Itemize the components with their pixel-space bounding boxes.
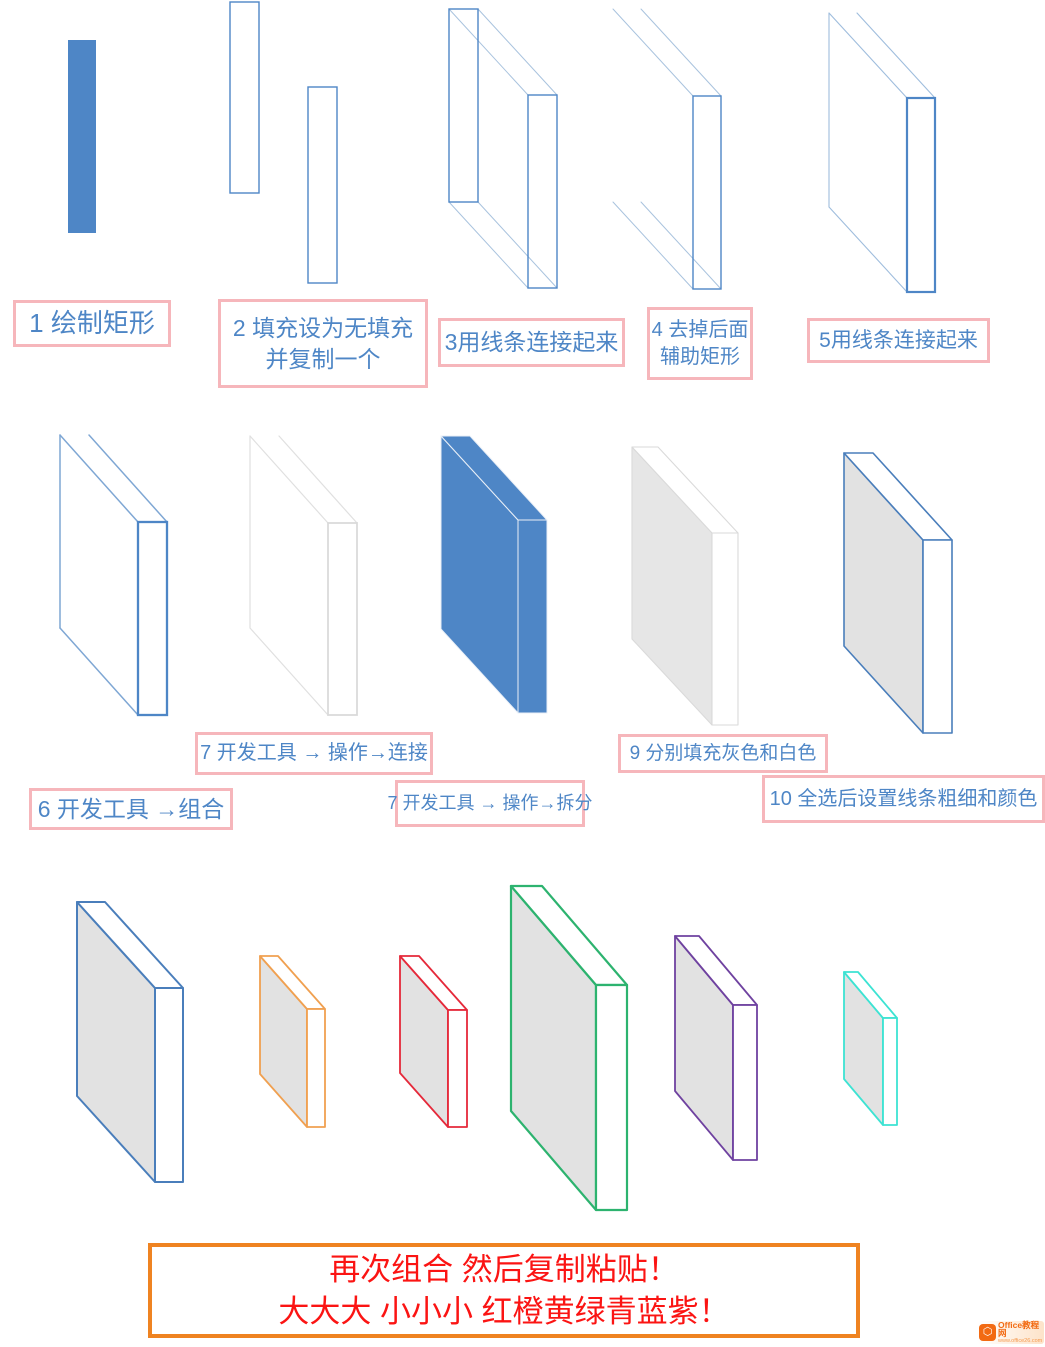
final-instruction-line2: 大大大 小小小 红橙黄绿青蓝紫！ — [278, 1293, 730, 1329]
final-instruction-line1: 再次组合 然后复制粘贴！ — [329, 1251, 679, 1287]
watermark-logo-icon: ⬡ — [979, 1324, 996, 1341]
step2-empty-rectangle-right — [307, 86, 338, 284]
step2-label-line2: 并复制一个 — [265, 345, 381, 372]
watermark-text: Office教程网 www.office26.com — [998, 1321, 1042, 1345]
step1-solid-rectangle — [68, 40, 96, 233]
step9-label: 9 分别填充灰色和白色 — [618, 734, 828, 773]
step6-label: 6 开发工具 →组合 — [29, 788, 233, 830]
step7-join-label-text: 7 开发工具 → 操作→连接 — [200, 742, 428, 765]
final-cyan-panel — [843, 971, 898, 1126]
final-purple-panel — [674, 935, 758, 1161]
step2-label: 2 填充设为无填充 并复制一个 — [218, 299, 428, 388]
step7-split-label-text: 7 开发工具 → 操作→拆分 — [387, 792, 593, 813]
step4-label: 4 去掉后面 辅助矩形 — [647, 307, 753, 380]
step7-split-label: 7 开发工具 → 操作→拆分 — [388, 780, 593, 827]
final-instruction-box: 再次组合 然后复制粘贴！ 大大大 小小小 红橙黄绿青蓝紫！ — [148, 1243, 860, 1338]
step6-label-text: 6 开发工具 →组合 — [37, 795, 225, 822]
step5-label: 5用线条连接起来 — [807, 318, 990, 363]
step10-outlined-panel — [843, 452, 953, 734]
step8-blue-filled-panel — [440, 435, 548, 714]
final-orange-panel — [259, 955, 326, 1128]
step3-label-text: 3用线条连接起来 — [444, 329, 619, 356]
step10-label-text: 10 全选后设置线条粗细和颜色 — [769, 787, 1038, 810]
step3-line-connected-box — [448, 8, 558, 289]
step9-gray-white-panel — [631, 446, 739, 726]
step10-label: 10 全选后设置线条粗细和颜色 — [762, 775, 1045, 823]
step1-label-text: 1 绘制矩形 — [29, 308, 155, 339]
step3-label: 3用线条连接起来 — [438, 318, 625, 367]
watermark: ⬡ Office教程网 www.office26.com — [977, 1321, 1044, 1344]
step7-joined-panel — [249, 435, 358, 716]
step4-label-line1: 4 去掉后面 — [651, 319, 749, 342]
step1-label: 1 绘制矩形 — [13, 300, 171, 347]
step4-back-removed-box — [612, 8, 722, 290]
step4-label-line2: 辅助矩形 — [660, 345, 740, 368]
step2-empty-rectangle-left — [229, 1, 260, 194]
step5-line-connected-panel — [828, 12, 937, 294]
step9-label-text: 9 分别填充灰色和白色 — [629, 742, 817, 764]
step6-grouped-panel — [59, 434, 169, 717]
step7-join-label: 7 开发工具 → 操作→连接 — [195, 732, 433, 775]
step5-label-text: 5用线条连接起来 — [819, 328, 978, 352]
watermark-brand: Office教程网 — [998, 1319, 1040, 1339]
step2-label-line1: 2 填充设为无填充 — [232, 315, 414, 342]
final-green-panel — [509, 884, 629, 1212]
final-red-panel — [399, 955, 468, 1128]
final-blue-panel — [76, 901, 184, 1183]
watermark-url: www.office26.com — [998, 1337, 1043, 1344]
